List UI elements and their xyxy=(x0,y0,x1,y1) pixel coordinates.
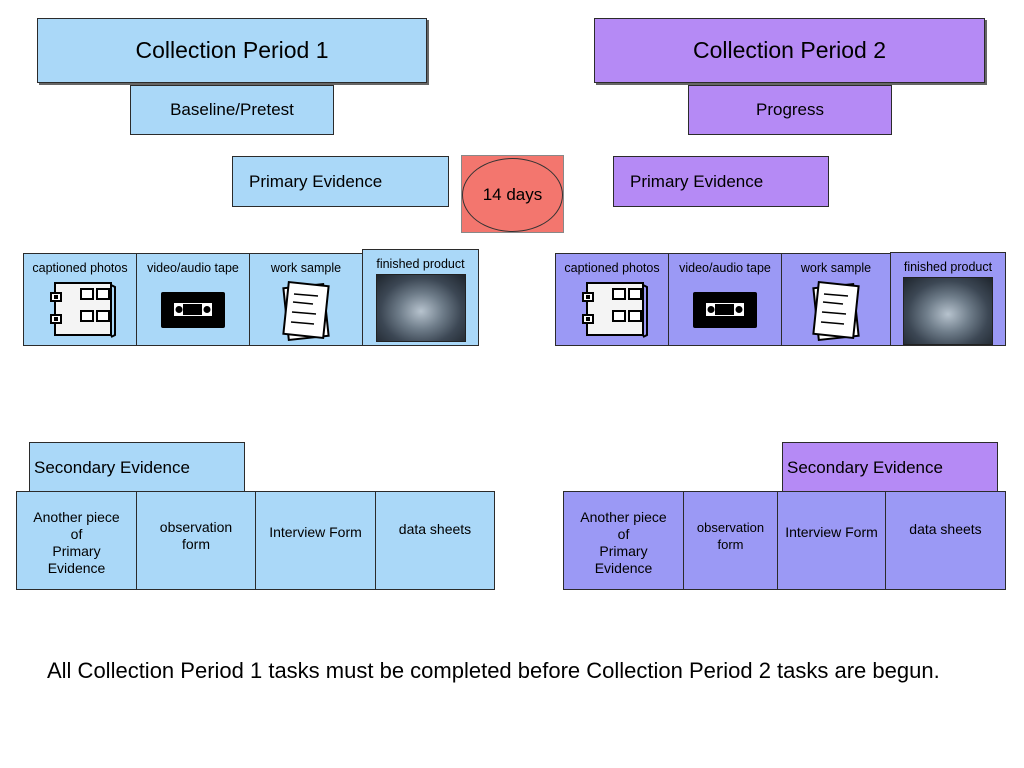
period1-subtitle: Baseline/Pretest xyxy=(130,85,334,135)
period2-item-video-audio-tape: video/audio tape xyxy=(668,253,782,346)
secondary-item-text: Interview Form xyxy=(785,524,878,540)
item-label: finished product xyxy=(903,260,993,274)
period2-item-finished-product: finished product xyxy=(890,252,1006,346)
period2-secondary-item: Another piece of Primary Evidence xyxy=(563,491,684,590)
period2-title-text: Collection Period 2 xyxy=(692,37,887,63)
period2-item-captioned-photos: captioned photos xyxy=(555,253,669,346)
document-icon xyxy=(812,280,860,342)
item-label: captioned photos xyxy=(32,261,128,275)
secondary-item-text: Another piece of Primary Evidence xyxy=(33,509,120,576)
period1-secondary-label: Secondary Evidence xyxy=(34,457,190,477)
secondary-item-text: observation form xyxy=(159,519,233,552)
videotape-icon xyxy=(161,292,225,328)
document-icon xyxy=(282,280,330,342)
period1-primary-evidence: Primary Evidence xyxy=(232,156,449,207)
period1-secondary-item: Interview Form xyxy=(255,491,376,590)
item-label: finished product xyxy=(376,257,465,271)
period2-primary-evidence: Primary Evidence xyxy=(613,156,829,207)
period1-secondary-evidence: Secondary Evidence xyxy=(29,442,245,492)
gap-14-days: 14 days xyxy=(461,155,564,233)
photo-album-icon xyxy=(50,282,116,338)
period1-subtitle-text: Baseline/Pretest xyxy=(170,100,294,119)
item-label: work sample xyxy=(800,261,872,275)
period2-subtitle-text: Progress xyxy=(755,100,825,119)
period2-title: Collection Period 2 xyxy=(594,18,985,83)
period1-item-finished-product: finished product xyxy=(362,249,479,346)
period2-secondary-evidence: Secondary Evidence xyxy=(782,442,998,492)
secondary-item-text: data sheets xyxy=(398,521,472,537)
gap-oval: 14 days xyxy=(462,158,563,232)
secondary-item-text: Interview Form xyxy=(269,524,362,540)
period1-secondary-item: Another piece of Primary Evidence xyxy=(16,491,137,590)
item-label: video/audio tape xyxy=(679,261,771,275)
secondary-item-text: observation form xyxy=(696,520,765,552)
period2-primary-label: Primary Evidence xyxy=(630,171,764,191)
secondary-item-text: Another piece of Primary Evidence xyxy=(580,509,667,576)
item-label: captioned photos xyxy=(564,261,660,275)
period1-item-captioned-photos: captioned photos xyxy=(23,253,137,346)
period1-title-text: Collection Period 1 xyxy=(135,37,329,63)
photo-album-icon xyxy=(582,282,648,338)
period2-subtitle: Progress xyxy=(688,85,892,135)
gap-label: 14 days xyxy=(482,185,543,204)
period2-secondary-item: data sheets xyxy=(885,491,1006,590)
item-label: work sample xyxy=(270,261,342,275)
period1-item-work-sample: work sample xyxy=(249,253,363,346)
period1-primary-label: Primary Evidence xyxy=(249,171,383,191)
period2-secondary-item: Interview Form xyxy=(777,491,886,590)
product-photo xyxy=(903,277,993,345)
videotape-icon xyxy=(693,292,757,328)
item-label: video/audio tape xyxy=(147,261,239,275)
period1-title: Collection Period 1 xyxy=(37,18,427,83)
period1-secondary-item: data sheets xyxy=(375,491,495,590)
period2-secondary-item: observation form xyxy=(683,491,778,590)
period1-secondary-item: observation form xyxy=(136,491,256,590)
product-photo xyxy=(375,274,466,342)
footnote: All Collection Period 1 tasks must be co… xyxy=(47,658,940,683)
period1-item-video-audio-tape: video/audio tape xyxy=(136,253,250,346)
period2-secondary-label: Secondary Evidence xyxy=(787,457,943,477)
period2-item-work-sample: work sample xyxy=(781,253,891,346)
secondary-item-text: data sheets xyxy=(909,521,982,537)
